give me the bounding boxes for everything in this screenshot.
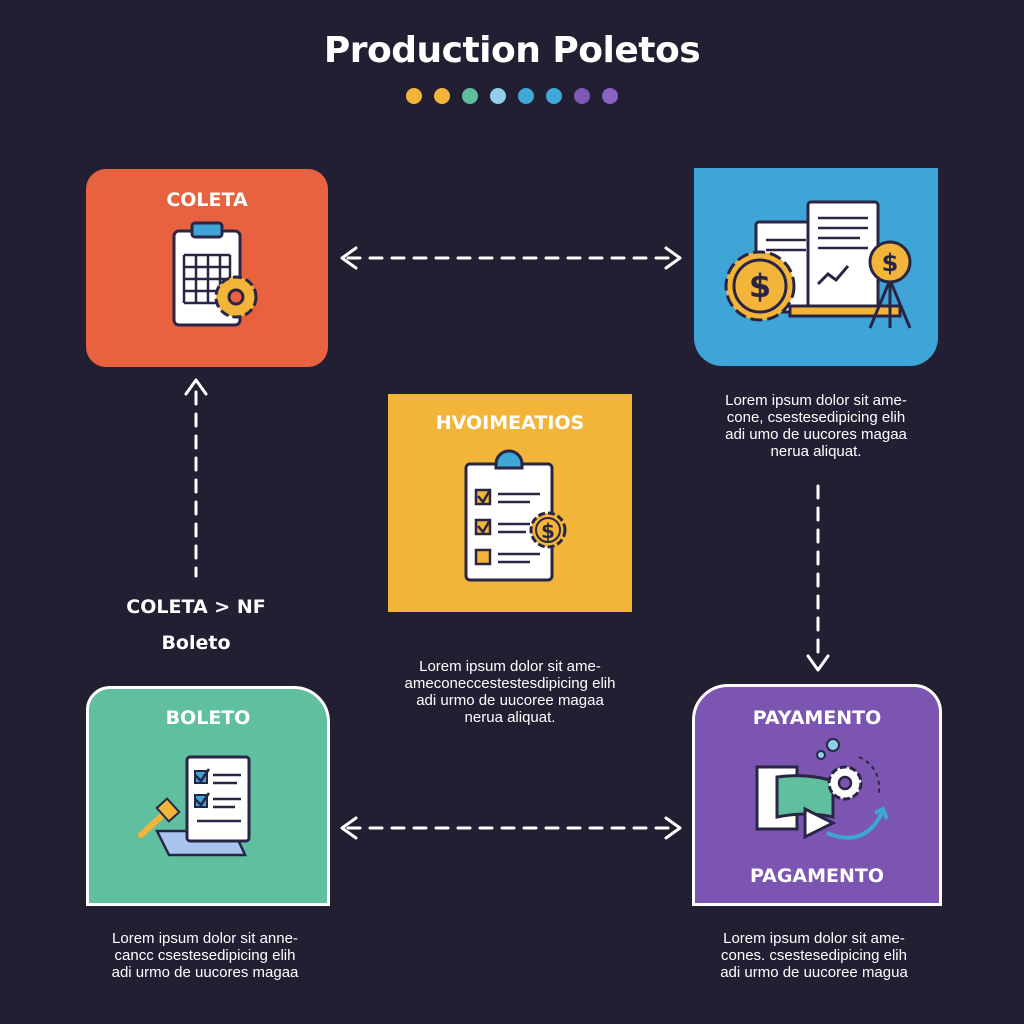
color-dot <box>546 88 562 104</box>
caption-line: ameconeccestestesdipicing elih <box>404 675 616 692</box>
caption-line: adi urmo de uucores magaa <box>111 964 299 981</box>
card-coleta: COLETA <box>86 169 328 367</box>
caption-payment: Lorem ipsum dolor sit ame- cones. cseste… <box>692 930 936 981</box>
card-payment: PAYAMENTO PAGAMENTO <box>692 684 942 906</box>
checklist-dollar-icon: $ <box>464 449 567 582</box>
caption-line: Lorem ipsum dolor sit ame- <box>419 658 601 675</box>
card-center-title: HVOIMEATIOS <box>435 412 585 434</box>
side-label: COLETA > NF Boleto <box>96 596 296 654</box>
caption-line: Lorem ipsum dolor sit ame- <box>723 930 905 947</box>
caption-line: nerua aliquat. <box>464 709 556 726</box>
color-dot <box>490 88 506 104</box>
money-gear-cycle-icon <box>755 738 889 840</box>
color-dot <box>406 88 422 104</box>
svg-text:$: $ <box>882 249 899 277</box>
color-dots <box>0 88 1024 104</box>
color-dot <box>602 88 618 104</box>
side-label-line2: Boleto <box>161 632 231 654</box>
caption-line: adi umo de uucores magaa <box>725 426 907 443</box>
caption-line: adi urmo de uucoree magaa <box>416 692 604 709</box>
caption-line: nerua aliquat. <box>770 443 862 460</box>
caption-finance: Lorem ipsum dolor sit ame- cone, csestes… <box>694 392 938 460</box>
caption-line: Lorem ipsum dolor sit ame- <box>725 392 907 409</box>
color-dot <box>574 88 590 104</box>
card-finance: $ $ <box>694 168 938 366</box>
side-label-line1: COLETA > NF <box>126 596 266 618</box>
svg-text:$: $ <box>749 267 771 305</box>
caption-line: Lorem ipsum dolor sit anne- <box>112 930 298 947</box>
caption-center: Lorem ipsum dolor sit ame- ameconecceste… <box>388 658 632 726</box>
svg-text:$: $ <box>541 519 555 543</box>
caption-line: cone, csestesedipicing elih <box>726 409 906 426</box>
color-dot <box>462 88 478 104</box>
card-coleta-title: COLETA <box>166 189 248 211</box>
caption-line: adi urmo de uucoree magua <box>720 964 908 981</box>
card-payment-title-top: PAYAMENTO <box>752 707 882 729</box>
card-boleto: BOLETO <box>86 686 330 906</box>
card-boleto-title: BOLETO <box>165 707 251 729</box>
card-payment-title-bottom: PAGAMENTO <box>749 865 885 887</box>
color-dot <box>518 88 534 104</box>
color-dot <box>434 88 450 104</box>
documents-dollar-gear-icon: $ $ <box>724 200 912 329</box>
caption-line: cones. csestesedipicing elih <box>721 947 907 964</box>
caption-boleto: Lorem ipsum dolor sit anne- cancc cseste… <box>86 930 324 981</box>
card-center: HVOIMEATIOS $ <box>388 394 632 612</box>
calendar-gear-icon <box>172 221 258 327</box>
page-title: Production Poletos <box>323 30 701 71</box>
document-check-hammer-icon <box>138 755 251 857</box>
caption-line: cancc csestesedipicing elih <box>114 947 296 964</box>
